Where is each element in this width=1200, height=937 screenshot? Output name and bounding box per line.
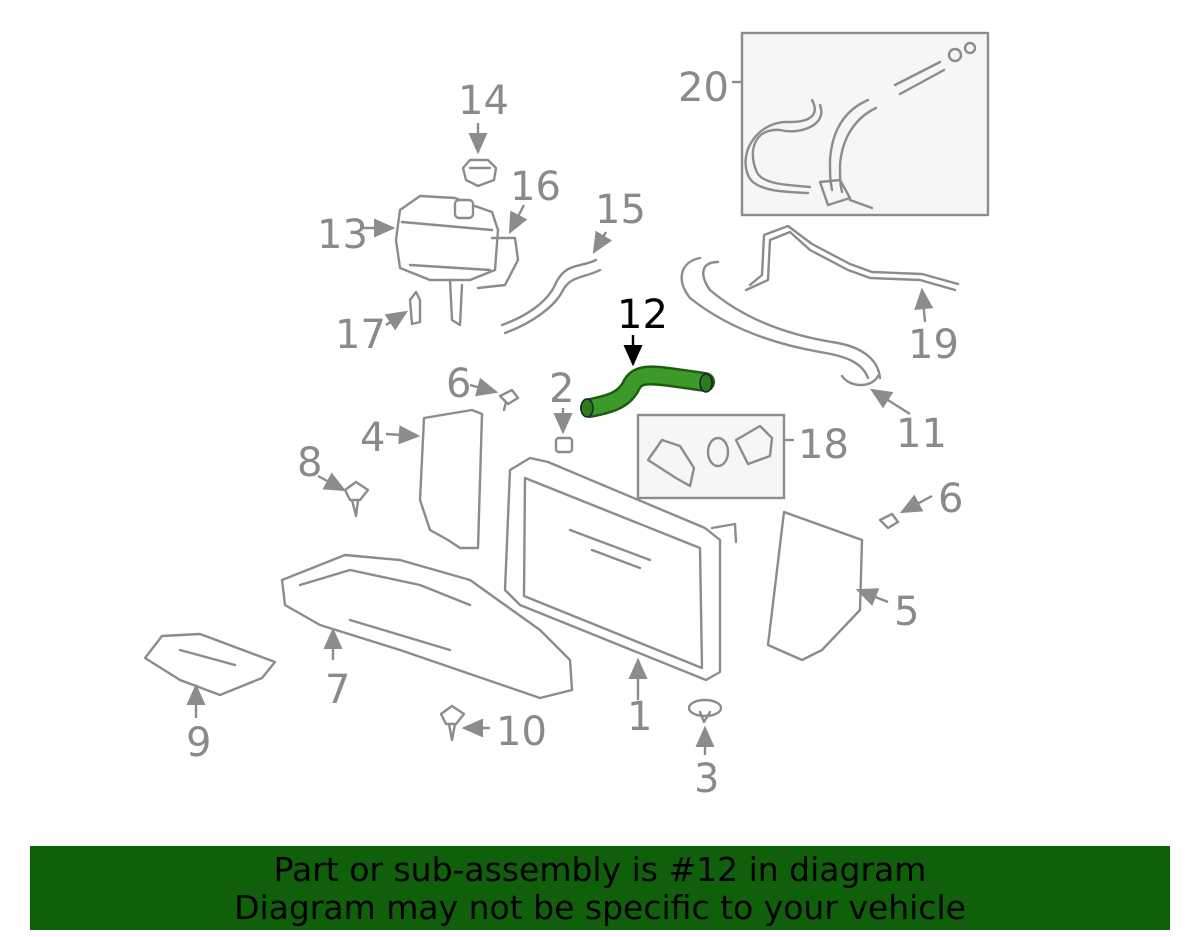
label-3: 3	[694, 756, 719, 802]
part-6-bolt-left	[498, 388, 520, 412]
part-1-radiator	[503, 456, 738, 682]
banner-line-1: Part or sub-assembly is #12 in diagram	[273, 850, 927, 889]
label-20: 20	[678, 65, 729, 111]
part-19-pipe	[744, 224, 960, 292]
part-7-panel	[280, 553, 574, 700]
label-6b: 6	[938, 476, 963, 522]
label-9: 9	[186, 720, 211, 766]
info-banner: Part or sub-assembly is #12 in diagram D…	[30, 846, 1170, 930]
part-8-clip	[343, 480, 370, 518]
banner-line-2: Diagram may not be specific to your vehi…	[234, 888, 966, 927]
part-5-shroud	[766, 510, 864, 662]
part-2-plug	[554, 436, 574, 454]
label-10: 10	[496, 709, 547, 755]
label-7: 7	[325, 667, 350, 713]
part-15-hose	[500, 258, 602, 335]
label-14: 14	[458, 78, 509, 124]
label-5: 5	[894, 589, 919, 635]
label-19: 19	[908, 322, 959, 368]
part-13-reservoir	[394, 194, 520, 327]
part-14-cap	[461, 158, 498, 188]
label-2: 2	[549, 366, 574, 412]
part-20-hose-kit	[740, 31, 990, 217]
part-9-shield	[143, 632, 277, 697]
part-4-shroud	[418, 408, 484, 550]
part-6-bolt-right	[878, 512, 900, 530]
part-3-pad	[687, 698, 723, 724]
label-11: 11	[896, 411, 947, 457]
part-12-hose-highlighted	[580, 365, 715, 418]
label-16: 16	[510, 164, 561, 210]
label-13: 13	[317, 212, 368, 258]
part-18-kit	[636, 413, 786, 500]
label-17: 17	[335, 312, 386, 358]
label-4: 4	[360, 415, 385, 461]
part-10-clip	[439, 704, 466, 742]
label-12: 12	[617, 292, 668, 338]
label-1: 1	[627, 694, 652, 740]
label-8: 8	[297, 440, 322, 486]
label-18: 18	[798, 422, 849, 468]
part-17-sensor	[408, 290, 422, 326]
label-15: 15	[595, 187, 646, 233]
part-11-hose	[680, 256, 882, 387]
label-6a: 6	[446, 361, 471, 407]
